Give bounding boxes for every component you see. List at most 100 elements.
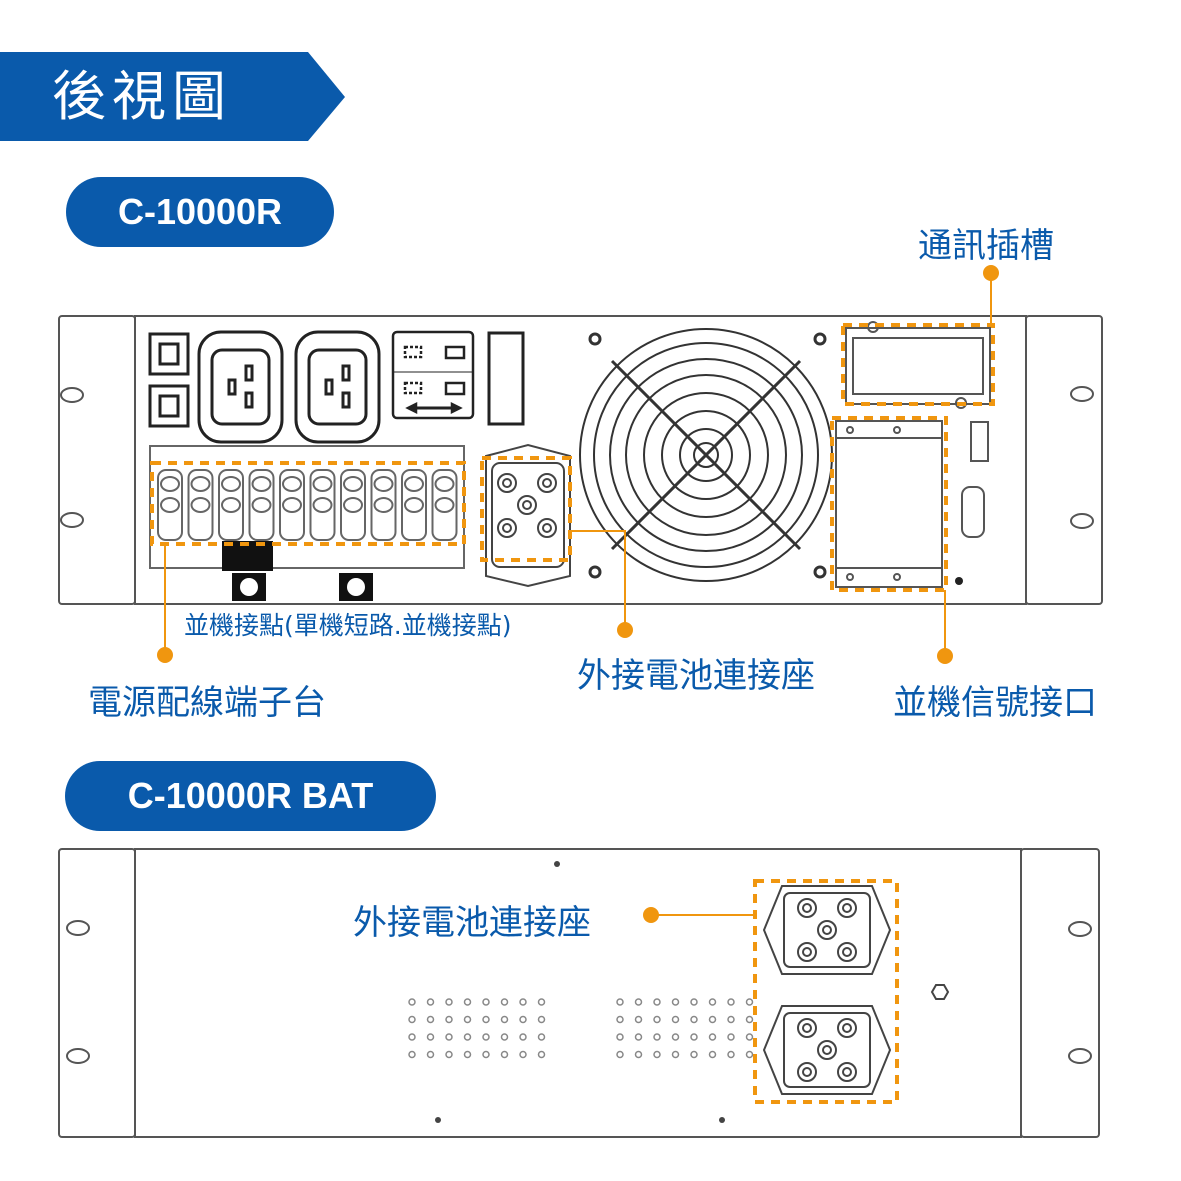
vent-hole (463, 1050, 472, 1059)
vent-hole (445, 1015, 453, 1024)
vent-hole (708, 1050, 717, 1059)
vent-hole (634, 998, 643, 1006)
vent-hole (482, 1015, 490, 1024)
highlight-boxes (150, 323, 995, 592)
vent-hole (727, 1033, 735, 1041)
mount-hole (1070, 386, 1094, 402)
vent-hole (690, 1033, 698, 1041)
vent-hole (671, 1033, 680, 1041)
vent-hole (408, 1050, 416, 1059)
vent-hole (745, 1050, 754, 1059)
highlight-comm-slot (841, 323, 995, 406)
vent-hole (482, 1050, 490, 1059)
vent-hole (727, 1050, 735, 1059)
callout-dots (157, 265, 999, 664)
highlight-parallel-signal (830, 416, 948, 592)
vent-hole (463, 998, 472, 1006)
chassis-body (134, 848, 1022, 1138)
mount-hole (60, 387, 84, 403)
comm-slot (845, 321, 991, 409)
vent-hole (426, 1033, 435, 1041)
callout-lines (164, 276, 992, 655)
vent-hole (482, 998, 490, 1006)
terminal-screw (309, 469, 336, 541)
blank-plate (487, 331, 525, 426)
vent-hole (671, 1050, 680, 1059)
vent-hole (445, 1033, 453, 1041)
mount-hole (1070, 513, 1094, 529)
vent-hole (482, 1033, 490, 1041)
vent-hole (653, 1015, 661, 1024)
vent-hole (519, 1033, 527, 1041)
vent-hole (519, 1050, 527, 1059)
vent-hole (616, 1015, 624, 1024)
vent-hole (537, 998, 546, 1006)
vent-hole (616, 1050, 624, 1059)
vent-hole (653, 1050, 661, 1059)
rack-ear-left (58, 848, 136, 1138)
callout-power-terminal: 電源配線端子台 (88, 683, 326, 723)
terminal-screw (279, 469, 305, 541)
terminal-screw (248, 469, 275, 541)
vent-hole (408, 1033, 416, 1041)
vent-hole (745, 998, 754, 1006)
vent-hole (653, 998, 661, 1006)
vent-hole (426, 998, 435, 1006)
circuit-breaker-icons (148, 332, 190, 428)
vent-hole (426, 1050, 435, 1059)
page-title: 後視圖 (52, 65, 232, 128)
vent-hole (745, 1015, 754, 1024)
vent-hole (634, 1033, 643, 1041)
vent-hole (634, 1015, 643, 1024)
battery-connector (762, 885, 892, 975)
vent-hole (500, 1050, 509, 1059)
vent-hole (537, 1015, 546, 1024)
callout-parallel-signal: 並機信號接口 (893, 683, 1097, 723)
vent-hole (727, 998, 735, 1006)
vent-hole (445, 1050, 453, 1059)
vent-hole (519, 1015, 527, 1024)
terminal-screw (401, 469, 427, 541)
parallel-contact-blocks (222, 541, 373, 601)
cooling-fan (579, 328, 833, 582)
battery-connector (485, 443, 571, 588)
rack-ear-right (1025, 315, 1103, 605)
terminal-screw (218, 469, 244, 541)
vent-hole (537, 1033, 546, 1041)
vent-hole (537, 1050, 546, 1059)
vent-hole (519, 998, 527, 1006)
vent-hole (500, 1033, 509, 1041)
vent-hole (690, 1015, 698, 1024)
vent-hole (408, 998, 416, 1006)
vent-hole (500, 1015, 509, 1024)
vent-hole (690, 998, 698, 1006)
highlight-battery-connector (480, 456, 572, 562)
terminal-screw (157, 469, 183, 541)
vent-hole (727, 1015, 735, 1024)
callout-ext-battery: 外接電池連接座 (577, 656, 815, 696)
callout-bat-ext-battery: 外接電池連接座 (353, 903, 591, 943)
vent-hole (463, 1033, 472, 1041)
vent-hole (690, 1050, 698, 1059)
vent-hole (616, 998, 624, 1006)
db9-port (961, 486, 985, 538)
battery-pack-rear-panel (58, 848, 1100, 1138)
output-outlets (197, 330, 381, 444)
vent-hole (745, 1033, 754, 1041)
vent-hole (426, 1015, 435, 1024)
highlight-battery-connectors (753, 879, 899, 1104)
terminal-screw (340, 469, 366, 541)
vent-hole (634, 1050, 643, 1059)
rack-ear-right (1020, 848, 1100, 1138)
usb-port (970, 421, 989, 462)
rack-ear-left (58, 315, 136, 605)
vent-hole (708, 1015, 717, 1024)
vent-hole (500, 998, 509, 1006)
battery-connector (762, 1005, 892, 1095)
vent-hole (445, 998, 453, 1006)
terminal-screw (187, 469, 214, 541)
vent-hole (708, 1033, 717, 1041)
hex-nut (930, 984, 950, 1000)
terminal-screw (431, 469, 458, 541)
